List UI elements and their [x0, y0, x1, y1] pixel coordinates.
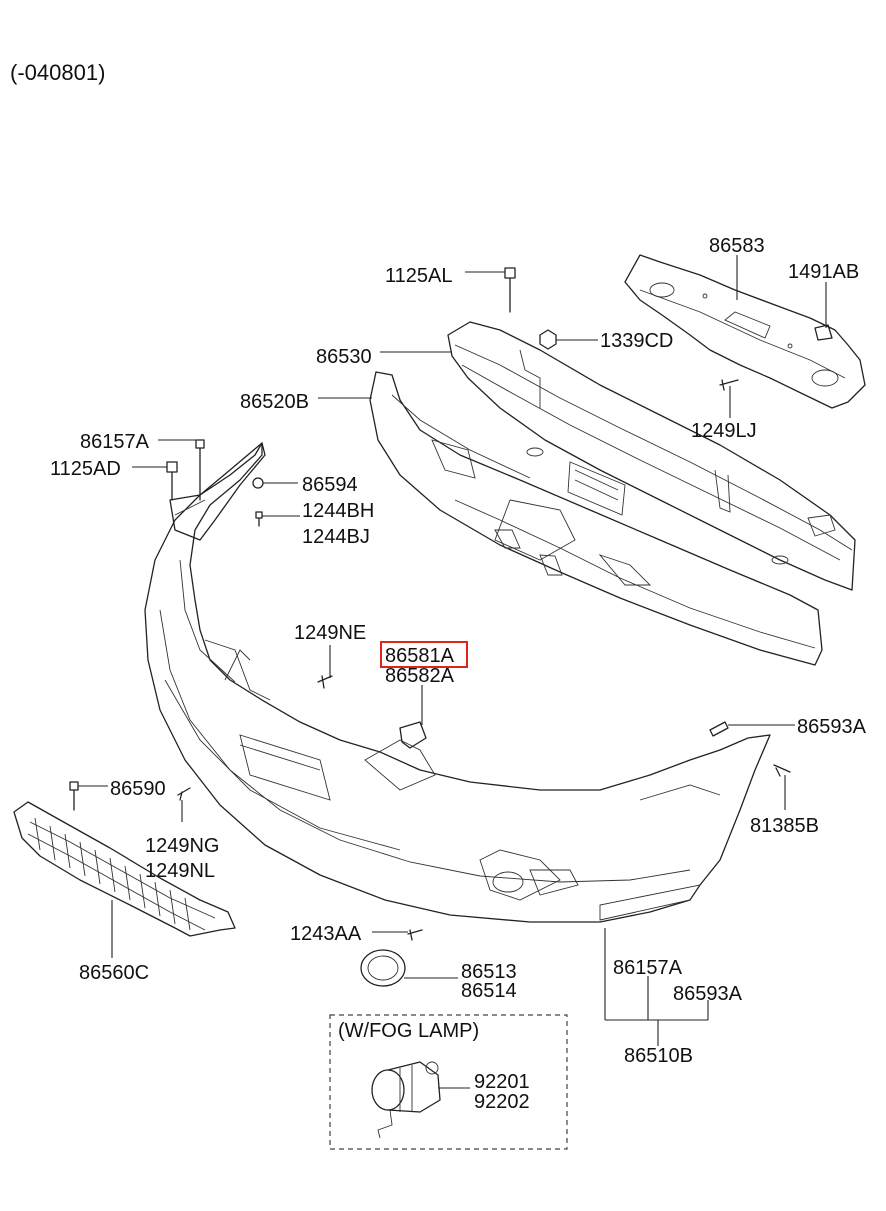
label-86157A-bottom[interactable]: 86157A — [613, 957, 683, 979]
fog-lamp-title: (W/FOG LAMP) — [338, 1020, 479, 1042]
clip-86593A — [709, 721, 729, 737]
bolt-1125AD — [166, 461, 178, 501]
label-86157A-top[interactable]: 86157A — [80, 431, 150, 453]
bolt-1125AL — [504, 267, 516, 313]
leader-lines — [78, 255, 827, 1089]
bumper-cover-86510B — [144, 442, 771, 923]
label-86581A[interactable]: 86581A — [385, 645, 455, 667]
label-1125AD[interactable]: 1125AD — [50, 458, 121, 480]
energy-absorber-86520B — [369, 371, 823, 666]
label-1244BH[interactable]: 1244BH — [302, 500, 374, 522]
label-1339CD[interactable]: 1339CD — [600, 330, 673, 352]
screw-1249NG — [177, 787, 191, 801]
label-86513[interactable]: 86513 — [461, 961, 517, 983]
label-92201[interactable]: 92201 — [474, 1071, 530, 1093]
clip-1491AB — [814, 324, 833, 341]
highlight-box — [380, 641, 468, 668]
fog-lamp-92201 — [371, 1061, 441, 1139]
clip-86590 — [69, 781, 79, 811]
label-1243AA[interactable]: 1243AA — [290, 923, 362, 945]
label-86583[interactable]: 86583 — [709, 235, 765, 257]
screw-1244BH — [255, 511, 263, 527]
label-1249NG[interactable]: 1249NG — [145, 835, 220, 857]
label-86593A-right[interactable]: 86593A — [797, 716, 867, 738]
label-86582A[interactable]: 86582A — [385, 665, 455, 687]
shield-bracket-86583 — [624, 254, 866, 409]
label-1491AB[interactable]: 1491AB — [788, 261, 859, 283]
side-bracket — [169, 442, 266, 541]
label-86594[interactable]: 86594 — [302, 474, 358, 496]
grille-86560C — [13, 801, 236, 937]
screw-1243AA — [407, 929, 423, 941]
screw-81385B — [773, 764, 791, 777]
label-1125AL[interactable]: 1125AL — [385, 265, 452, 287]
bolt-86157A — [195, 439, 205, 501]
fog-lamp-box: (W/FOG LAMP) — [329, 1014, 568, 1150]
screw-1249LJ — [719, 379, 739, 391]
label-1249NL[interactable]: 1249NL — [145, 860, 215, 882]
label-86560C[interactable]: 86560C — [79, 962, 149, 984]
label-86510B[interactable]: 86510B — [624, 1045, 693, 1067]
label-92202[interactable]: 92202 — [474, 1091, 530, 1113]
label-81385B[interactable]: 81385B — [750, 815, 819, 837]
label-86520B[interactable]: 86520B — [240, 391, 309, 413]
label-86514[interactable]: 86514 — [461, 980, 517, 1002]
nut-86594 — [252, 477, 264, 489]
nut-1339CD — [539, 329, 557, 350]
label-1249NE[interactable]: 1249NE — [294, 622, 366, 644]
label-86530[interactable]: 86530 — [316, 346, 372, 368]
bracket-86581A — [399, 721, 427, 749]
upper-beam-86530 — [447, 321, 856, 591]
label-1244BJ[interactable]: 1244BJ — [302, 526, 370, 548]
label-86593A-bottom[interactable]: 86593A — [673, 983, 743, 1005]
label-86590[interactable]: 86590 — [110, 778, 166, 800]
label-1249LJ[interactable]: 1249LJ — [691, 420, 757, 442]
date-range-label: (-040801) — [10, 60, 105, 85]
fog-lamp-cover-86513 — [360, 949, 406, 987]
